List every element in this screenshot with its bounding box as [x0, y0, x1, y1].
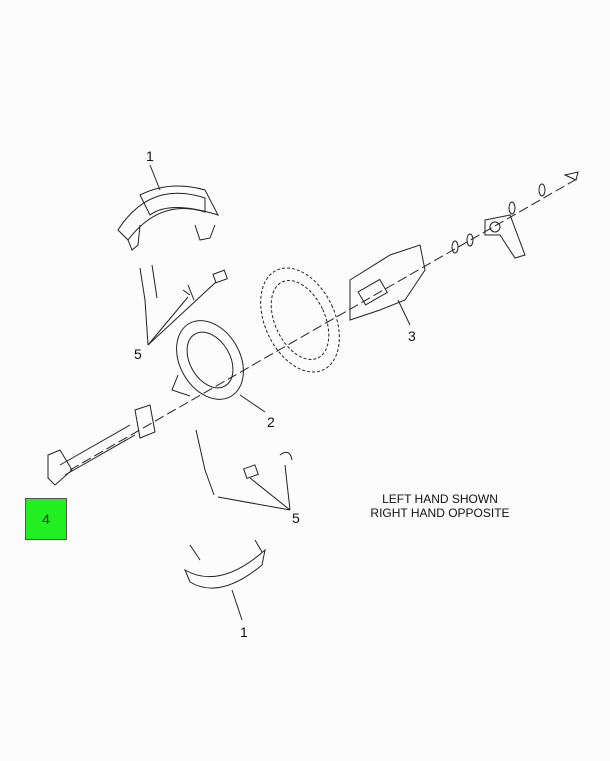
callout-camshaft-label: 4 — [42, 511, 50, 527]
brake-shoe-top — [117, 164, 219, 251]
chamber-bracket — [349, 244, 426, 326]
note-line-1: LEFT HAND SHOWN — [382, 492, 498, 506]
camshaft — [47, 404, 156, 486]
orientation-note: LEFT HAND SHOWN RIGHT HAND OPPOSITE — [360, 492, 520, 520]
brake-shoe-bottom — [183, 539, 266, 621]
note-line-2: RIGHT HAND OPPOSITE — [370, 506, 510, 520]
dust-shield — [260, 267, 340, 373]
brake-spider — [171, 320, 266, 413]
callout-camshaft-highlighted[interactable]: 4 — [25, 498, 67, 540]
callout-spider: 2 — [267, 414, 275, 430]
callout-hardware-top: 5 — [134, 346, 142, 362]
callout-shoe-bottom: 1 — [240, 624, 248, 640]
spring-kit-top — [139, 264, 228, 346]
callout-shoe-top: 1 — [146, 148, 154, 164]
spring-kit-bottom — [195, 429, 293, 511]
callout-chamber-bracket: 3 — [408, 328, 416, 344]
slack-adjuster — [451, 171, 579, 259]
callout-hardware-bottom: 5 — [292, 510, 300, 526]
center-axis — [69, 179, 576, 471]
